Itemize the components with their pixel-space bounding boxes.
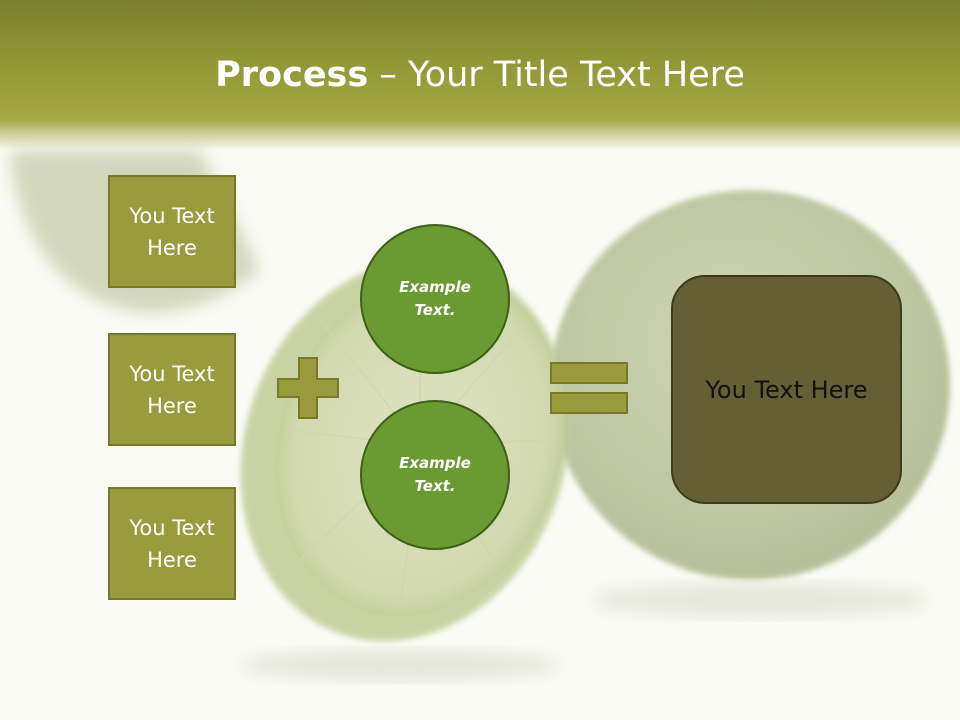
title-bold-part: Process [215, 55, 369, 95]
text-box-2-label: You Text Here [129, 361, 215, 418]
plus-icon [277, 357, 339, 419]
result-box-label: You Text Here [705, 375, 868, 404]
example-circle-2: Example Text. [360, 400, 510, 550]
result-box: You Text Here [671, 275, 902, 504]
example-circle-1-label: Example Text. [399, 278, 471, 319]
text-box-2: You Text Here [108, 333, 236, 446]
equals-icon [550, 362, 628, 414]
text-box-1: You Text Here [108, 175, 236, 288]
example-circle-1: Example Text. [360, 224, 510, 374]
title-band [0, 0, 960, 150]
title-rest-part: – Your Title Text Here [368, 55, 745, 95]
slide-title: Process – Your Title Text Here [0, 52, 960, 98]
text-box-1-label: You Text Here [129, 203, 215, 260]
example-circle-2-label: Example Text. [399, 454, 471, 495]
text-box-3: You Text Here [108, 487, 236, 600]
text-box-3-label: You Text Here [129, 515, 215, 572]
